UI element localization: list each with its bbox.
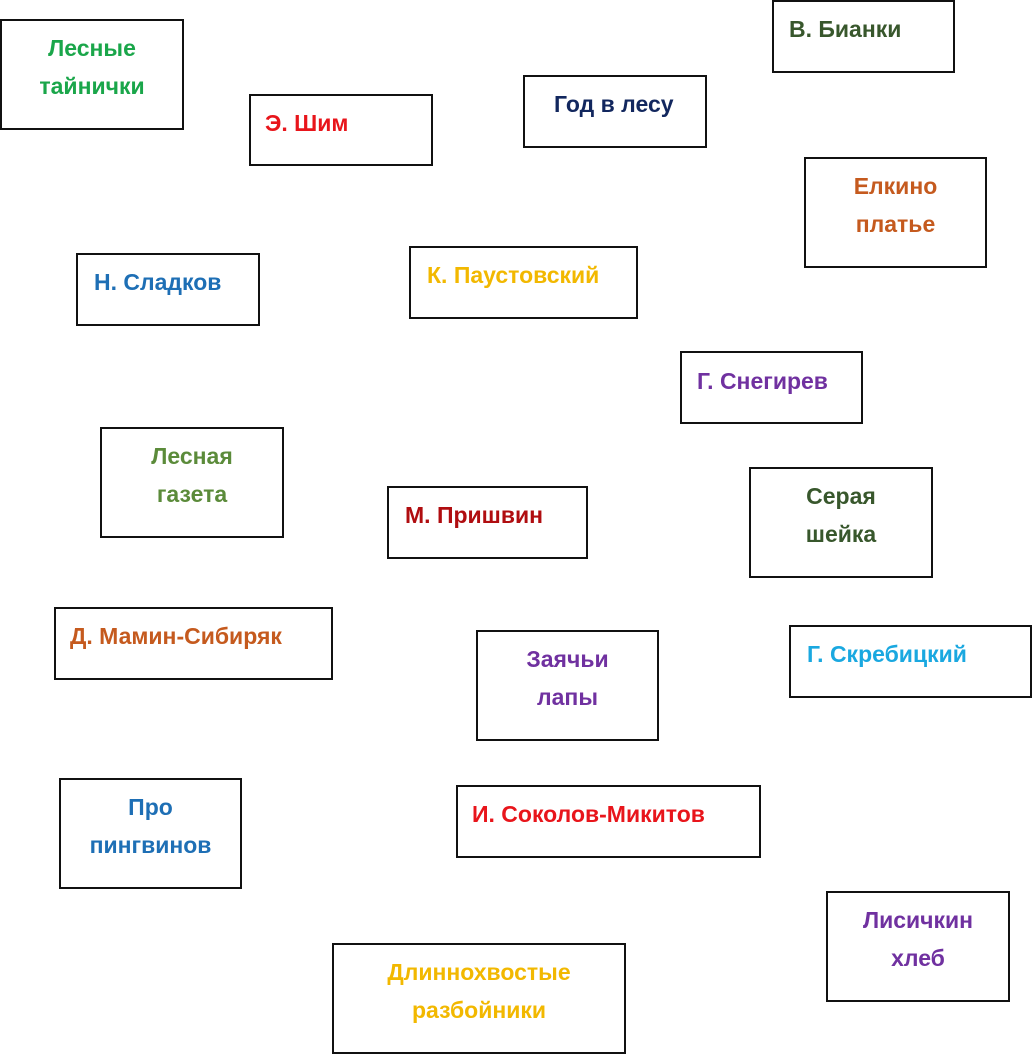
- card-author-mamin-sibiryak: Д. Мамин-Сибиряк: [54, 607, 333, 680]
- card-lesnye-tainichki: Лесные тайнички: [0, 19, 184, 130]
- card-dlinnohvostye-razboiniki: Длиннохвостые разбойники: [332, 943, 626, 1054]
- card-title-label: Год в лесу: [554, 91, 674, 117]
- card-seraya-sheika: Серая шейка: [749, 467, 933, 578]
- card-author-label: Э. Шим: [265, 110, 349, 136]
- card-title-line2: пингвинов: [89, 832, 212, 858]
- card-title-line1: Елкино: [853, 173, 938, 199]
- card-author-bianki: В. Бианки: [772, 0, 955, 73]
- card-title-line2: тайнички: [39, 73, 145, 99]
- card-title-line1: Лисичкин: [862, 907, 974, 933]
- card-author-skrebitsky: Г. Скребицкий: [789, 625, 1032, 698]
- card-title-line1: Лесные: [48, 35, 136, 61]
- card-author-paustovsky: К. Паустовский: [409, 246, 638, 319]
- card-author-label: М. Пришвин: [405, 502, 543, 528]
- card-elkino-platye: Елкино платье: [804, 157, 987, 268]
- card-lisichkin-hleb: Лисичкин хлеб: [826, 891, 1010, 1002]
- card-author-label: Д. Мамин-Сибиряк: [70, 623, 282, 649]
- card-author-label: Г. Снегирев: [697, 368, 828, 394]
- card-author-label: И. Соколов-Микитов: [472, 801, 705, 827]
- card-zayachi-lapy: Заячьи лапы: [476, 630, 659, 741]
- card-god-v-lesu: Год в лесу: [523, 75, 707, 148]
- card-title-line2: лапы: [537, 684, 598, 710]
- card-title-line1: Лесная: [151, 443, 233, 469]
- card-title-line1: Серая: [806, 483, 876, 509]
- card-title-line2: платье: [855, 211, 936, 237]
- card-author-label: В. Бианки: [789, 16, 902, 42]
- card-author-shim: Э. Шим: [249, 94, 433, 166]
- card-author-sokolov-mikitov: И. Соколов-Микитов: [456, 785, 761, 858]
- card-author-label: К. Паустовский: [427, 262, 600, 288]
- card-pro-pingvinov: Про пингвинов: [59, 778, 242, 889]
- card-lesnaya-gazeta: Лесная газета: [100, 427, 284, 538]
- card-title-line2: хлеб: [891, 945, 945, 971]
- card-author-sladkov: Н. Сладков: [76, 253, 260, 326]
- card-title-line1: Про: [128, 794, 173, 820]
- card-author-prishvin: М. Пришвин: [387, 486, 588, 559]
- card-author-label: Г. Скребицкий: [807, 641, 967, 667]
- card-author-label: Н. Сладков: [94, 269, 222, 295]
- card-title-line2: газета: [156, 481, 228, 507]
- card-author-snegirev: Г. Снегирев: [680, 351, 863, 424]
- card-title-line1: Длиннохвостые: [387, 959, 571, 985]
- card-title-line2: шейка: [805, 521, 877, 547]
- card-title-line2: разбойники: [411, 997, 547, 1023]
- card-title-line1: Заячьи: [526, 646, 609, 672]
